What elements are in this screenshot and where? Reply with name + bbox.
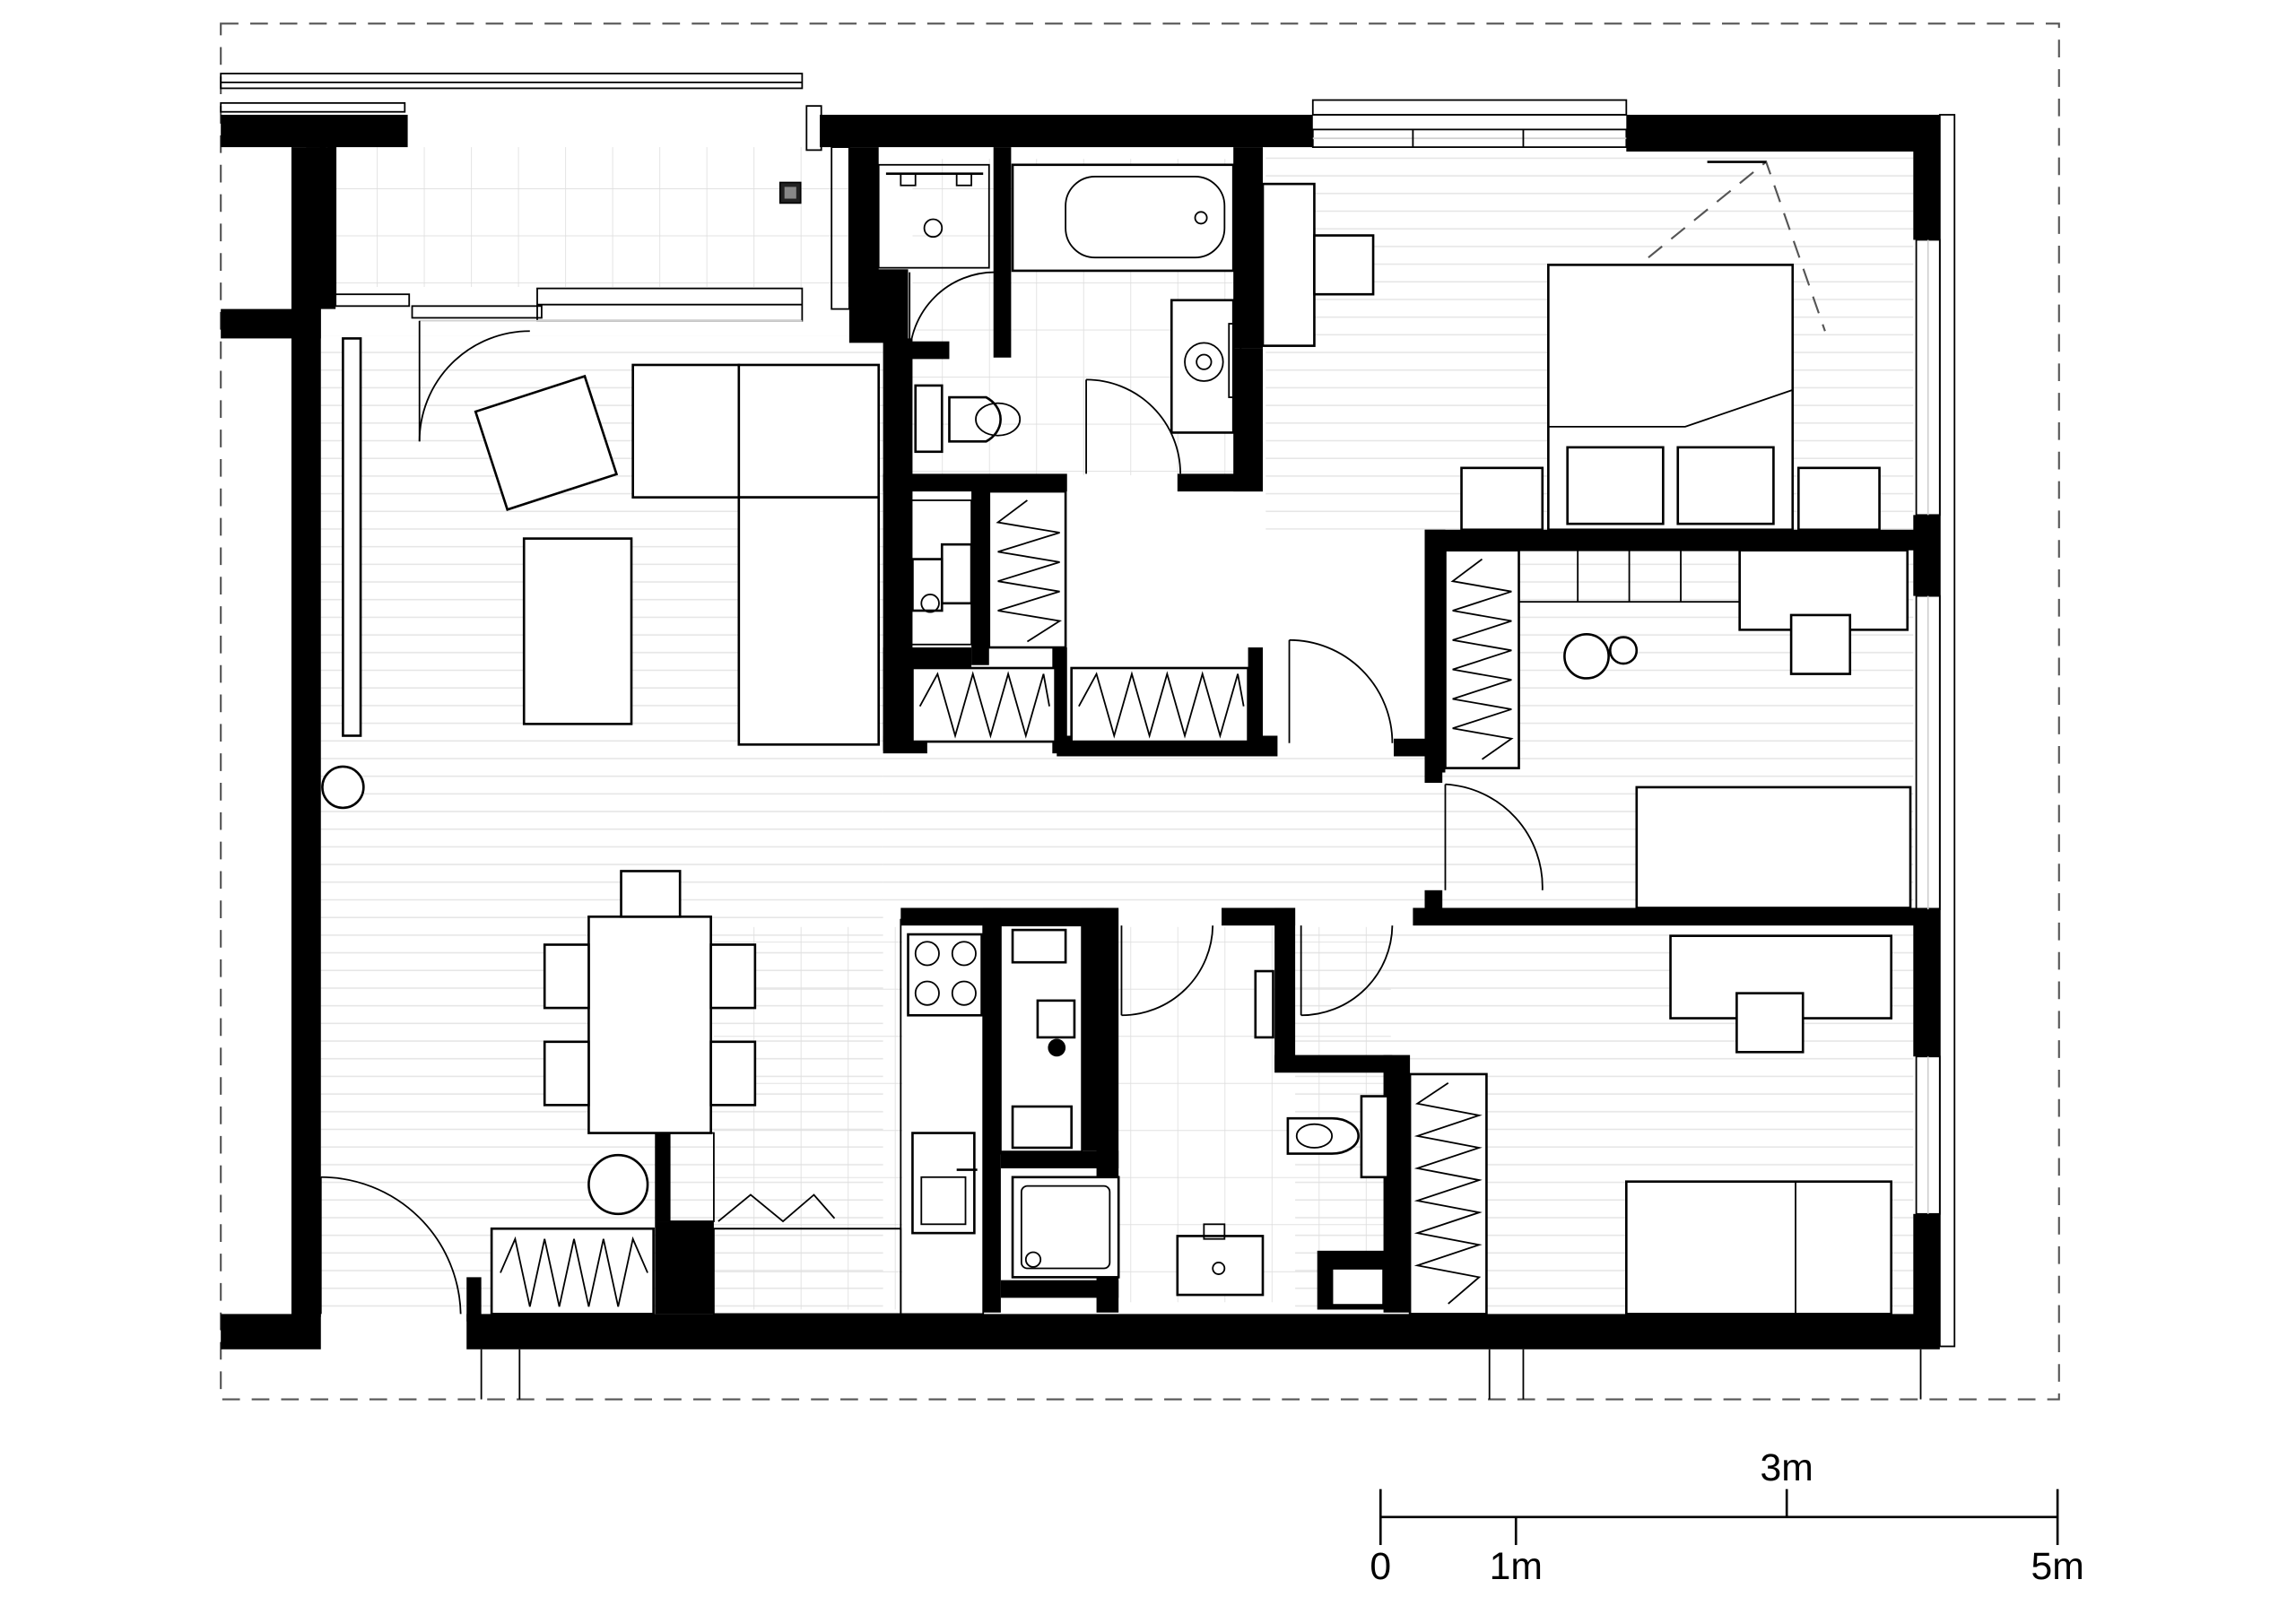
windows: [411, 99, 1956, 1400]
bathroom-sink: [1170, 299, 1235, 434]
wc-and-bathroom: [877, 163, 1249, 743]
bedroom-bottom: [1408, 934, 1893, 1315]
scale-label-1m: 1m: [1490, 1545, 1543, 1588]
sofa-left: [631, 363, 741, 499]
desk-chair: [1313, 234, 1375, 296]
sofa-chaise: [737, 496, 881, 746]
bathroom-bottom: [999, 924, 1389, 1306]
sink-bottom: [1176, 1235, 1265, 1297]
doors: [319, 271, 1544, 1315]
property-boundary: [220, 22, 2060, 1401]
kitchen: [490, 918, 985, 1315]
kitchen-sink: [911, 1132, 976, 1235]
tv-unit: [342, 337, 362, 737]
bedroom-middle: [1444, 549, 1912, 909]
scale-label-5m: 5m: [2031, 1545, 2083, 1588]
armchair: [474, 374, 619, 511]
scale-label-3m: 3m: [1761, 1446, 1813, 1489]
dining-table: [587, 916, 712, 1134]
coffee-table: [522, 537, 633, 725]
bedroom-master: [1261, 160, 1881, 532]
sofa-right: [737, 363, 881, 499]
scale-label-0: 0: [1370, 1545, 1391, 1588]
living-room: [321, 337, 881, 810]
shower: [877, 163, 990, 269]
floor-lamp: [321, 765, 365, 810]
dining-area: [543, 870, 757, 1216]
single-bed: [1635, 785, 1912, 909]
walls: [221, 114, 1940, 1350]
bathtub: [1011, 163, 1235, 273]
scale-bar: 3m 0 1m 5m: [1370, 1446, 2083, 1588]
bed-bottom: [1625, 1180, 1893, 1315]
shower-tray: [1011, 1176, 1120, 1279]
